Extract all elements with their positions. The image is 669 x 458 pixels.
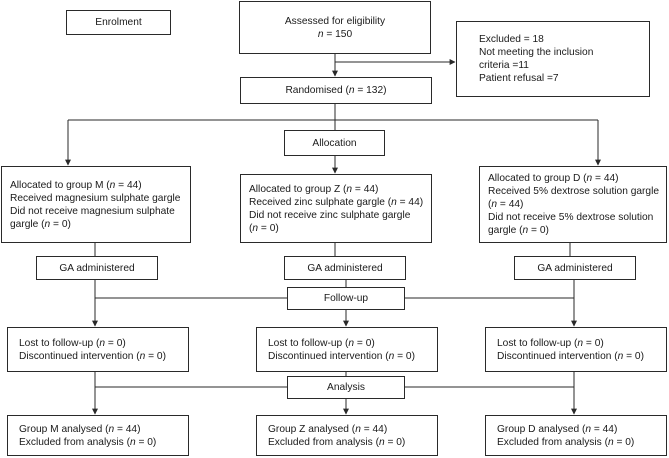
group-z-analysed: Group Z analysed (n = 44): [268, 423, 388, 435]
excluded-criteria-1: Not meeting the inclusion: [479, 47, 594, 58]
group-z-followup-box: Lost to follow-up (n = 0) Discontinued i…: [256, 327, 438, 372]
followup-label: Follow-up: [287, 287, 405, 310]
group-d-analysed: Group D analysed (n = 44): [497, 423, 618, 435]
group-d-discontinued: Discontinued intervention (n = 0): [497, 350, 644, 362]
excluded-refusal: Patient refusal =7: [479, 73, 559, 84]
enrolment-text: Enrolment: [95, 17, 142, 28]
group-d-received-2: (n = 44): [488, 199, 524, 210]
allocation-label: Allocation: [284, 130, 385, 156]
excluded-total: Excluded = 18: [479, 34, 544, 45]
group-z-lost: Lost to follow-up (n = 0): [268, 337, 375, 349]
group-m-received: Received magnesium sulphate gargle: [10, 192, 181, 204]
followup-text: Follow-up: [323, 293, 369, 304]
excluded-criteria-2: criteria =11: [479, 60, 529, 71]
group-m-discontinued: Discontinued intervention (n = 0): [19, 350, 166, 362]
group-d-allocation-box: Allocated to group D (n = 44) Received 5…: [479, 166, 667, 243]
group-d-not-received-2: gargle (n = 0): [488, 225, 549, 236]
group-d-allocated: Allocated to group D (n = 44): [488, 173, 619, 184]
group-m-not-received-2: gargle (n = 0): [10, 218, 71, 230]
group-z-ga-box: GA administered: [284, 256, 406, 280]
group-z-excluded-analysis: Excluded from analysis (n = 0): [268, 436, 406, 448]
group-z-allocation-box: Allocated to group Z (n = 44) Received z…: [240, 174, 432, 243]
group-d-excluded-analysis: Excluded from analysis (n = 0): [497, 436, 635, 448]
excluded-box: Excluded = 18 Not meeting the inclusion …: [456, 21, 650, 97]
analysis-text: Analysis: [327, 382, 365, 393]
group-d-followup-box: Lost to follow-up (n = 0) Discontinued i…: [485, 327, 667, 372]
allocation-text: Allocation: [312, 137, 357, 149]
assessed-box: Assessed for eligibility n = 150: [239, 1, 431, 54]
group-z-not-received-1: Did not receive zinc sulphate gargle: [249, 209, 411, 221]
group-d-ga-text: GA administered: [537, 262, 613, 274]
group-d-lost: Lost to follow-up (n = 0): [497, 337, 604, 349]
assessed-n: n = 150: [317, 28, 353, 40]
group-d-not-received-1: Did not receive 5% dextrose solution: [488, 212, 654, 223]
group-m-analysed-box: Group M analysed (n = 44) Excluded from …: [7, 415, 189, 456]
group-m-not-received-1: Did not receive magnesium sulphate: [10, 205, 175, 217]
assessed-line1: Assessed for eligibility: [284, 15, 386, 27]
enrolment-label: Enrolment: [66, 10, 171, 35]
group-m-excluded-analysis: Excluded from analysis (n = 0): [19, 436, 157, 448]
group-m-lost: Lost to follow-up (n = 0): [19, 337, 126, 349]
randomised-box: Randomised (n = 132): [240, 77, 432, 104]
group-m-allocated: Allocated to group M (n = 44): [10, 179, 142, 191]
group-m-ga-box: GA administered: [36, 256, 158, 280]
group-d-analysed-box: Group D analysed (n = 44) Excluded from …: [485, 415, 667, 456]
group-z-allocated: Allocated to group Z (n = 44): [249, 183, 379, 195]
randomised-text: Randomised (n = 132): [285, 85, 387, 96]
group-m-allocation-box: Allocated to group M (n = 44) Received m…: [1, 166, 191, 243]
group-z-analysed-box: Group Z analysed (n = 44) Excluded from …: [256, 415, 438, 456]
group-m-ga-text: GA administered: [59, 262, 135, 274]
group-z-ga-text: GA administered: [307, 262, 383, 274]
group-z-received: Received zinc sulphate gargle (n = 44): [249, 196, 424, 208]
group-d-ga-box: GA administered: [514, 256, 636, 280]
group-m-analysed: Group M analysed (n = 44): [19, 423, 141, 435]
group-d-received-1: Received 5% dextrose solution gargle: [488, 186, 660, 197]
analysis-label: Analysis: [287, 376, 405, 399]
group-z-not-received-2: (n = 0): [249, 222, 279, 234]
group-m-followup-box: Lost to follow-up (n = 0) Discontinued i…: [7, 327, 189, 372]
group-z-discontinued: Discontinued intervention (n = 0): [268, 350, 415, 362]
